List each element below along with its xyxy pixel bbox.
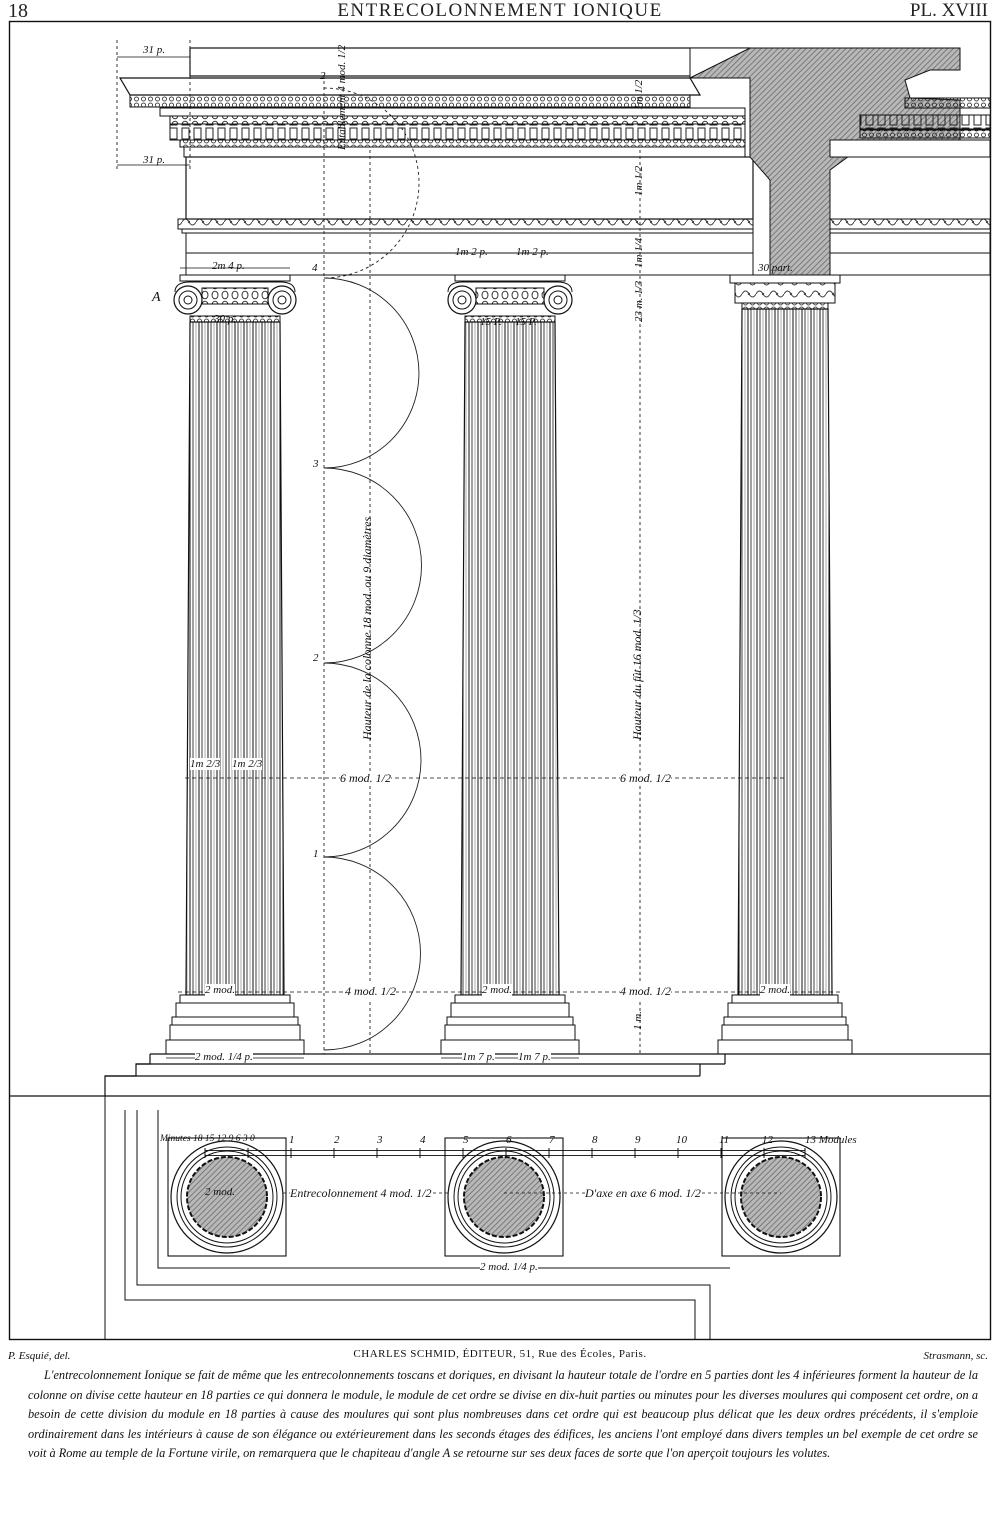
label-plinth-half-a: 1m 7 p. xyxy=(462,1051,495,1063)
scale-tick-12: 12 xyxy=(762,1134,773,1146)
page-number: 18 xyxy=(8,0,28,22)
label-base-a: 2 mod. xyxy=(205,984,235,996)
label-plinth-half-b: 1m 7 p. xyxy=(518,1051,551,1063)
delineator-credit: P. Esquié, del. xyxy=(8,1350,71,1362)
module-scale xyxy=(204,1148,806,1158)
entablature xyxy=(118,47,991,276)
scale-tick-6: 6 xyxy=(506,1134,512,1146)
label-neck-mid-b: 15 P. xyxy=(515,316,537,328)
plan-label-plinth: 2 mod. 1/4 p. xyxy=(480,1261,538,1273)
plan-label-diameter: 2 mod. xyxy=(205,1186,235,1198)
scale-tick-7: 7 xyxy=(549,1134,555,1146)
label-mark-2: 2 xyxy=(313,652,319,664)
label-capital-mark: 4 xyxy=(312,262,318,274)
label-diameter-a: 1m 2/3 xyxy=(190,758,221,770)
label-neck-mid-a: 15 P. xyxy=(480,316,502,328)
label-cornice-height: 1m 1/2 xyxy=(633,79,645,110)
scale-tick-8: 8 xyxy=(592,1134,598,1146)
label-intercol-2: 4 mod. 1/2 xyxy=(620,984,671,999)
label-intercol-1: 4 mod. 1/2 xyxy=(345,984,396,999)
scale-end-label: 13 Modules xyxy=(805,1134,857,1146)
label-column-height: Hauteur de la colonne 18 mod. ou 9 diamè… xyxy=(360,516,374,740)
label-capital-height: 23 m. 1/3 xyxy=(633,280,645,322)
caption-text: L'entrecolonnement Ionique se fait de mê… xyxy=(28,1368,978,1461)
publisher-line: CHARLES SCHMID, ÉDITEUR, 51, Rue des Éco… xyxy=(353,1348,647,1360)
scale-tick-4: 4 xyxy=(420,1134,426,1146)
label-base-height: 1 m. xyxy=(632,1011,644,1030)
column-left xyxy=(165,274,305,1055)
label-plinth-width: 2 mod. 1/4 p. xyxy=(195,1051,253,1063)
label-axis-1: 6 mod. 1/2 xyxy=(340,771,391,786)
label-frieze-height: 1m 1/2 xyxy=(633,165,645,196)
engraver-credit: Strasmann, sc. xyxy=(923,1350,988,1362)
label-neck-left: 30 p. xyxy=(214,313,236,325)
scale-tick-5: 5 xyxy=(463,1134,469,1146)
label-point-a: A xyxy=(152,290,161,305)
column-middle xyxy=(440,274,580,1055)
label-projection-top: 31 p. xyxy=(143,44,165,56)
label-base-b: 2 mod. xyxy=(482,984,512,996)
column-right xyxy=(717,274,853,1055)
label-architrave-width-a: 1m 2 p. xyxy=(455,246,488,258)
label-mark-1: 1 xyxy=(313,848,319,860)
scale-tick-11: 11 xyxy=(719,1134,730,1146)
label-shaft-height: Hauteur du fût 16 mod. 1/3 xyxy=(630,609,644,740)
label-cornice-mark: 2 xyxy=(320,70,326,82)
label-mark-3: 3 xyxy=(313,458,319,470)
label-projection-bottom: 31 p. xyxy=(143,154,165,166)
scale-tick-9: 9 xyxy=(635,1134,641,1146)
label-architrave-width-b: 1m 2 p. xyxy=(516,246,549,258)
plate-number: PL. XVIII xyxy=(909,0,988,21)
scale-tick-1: 1 xyxy=(289,1134,295,1146)
elevation-annotations: 31 p. 31 p. 2 Entablement 4 mod. 1/2 1m … xyxy=(143,44,857,1273)
label-thirty-parts: 30 part. xyxy=(758,262,793,274)
plate-title: ENTRECOLONNEMENT IONIQUE xyxy=(337,0,663,21)
plan-label-entrecolonnement: Entrecolonnement 4 mod. 1/2 xyxy=(290,1186,432,1201)
label-axis-2: 6 mod. 1/2 xyxy=(620,771,671,786)
scale-minutes-label: Minutes 18 15 12 9 6 3 0 xyxy=(160,1134,255,1144)
label-architrave-height: 1m 1/4 xyxy=(633,237,645,268)
label-capital-width: 2m 4 p. xyxy=(212,260,245,272)
scale-tick-10: 10 xyxy=(676,1134,687,1146)
label-entablement: Entablement 4 mod. 1/2 xyxy=(336,44,348,150)
label-diameter-b: 1m 2/3 xyxy=(232,758,263,770)
scale-tick-2: 2 xyxy=(334,1134,340,1146)
plan-view xyxy=(104,1096,841,1340)
stylobate-steps xyxy=(104,1053,990,1096)
scale-tick-3: 3 xyxy=(377,1134,383,1146)
plan-label-axe: D'axe en axe 6 mod. 1/2 xyxy=(585,1186,701,1201)
label-base-c: 2 mod. xyxy=(760,984,790,996)
construction-lines xyxy=(116,40,641,1054)
